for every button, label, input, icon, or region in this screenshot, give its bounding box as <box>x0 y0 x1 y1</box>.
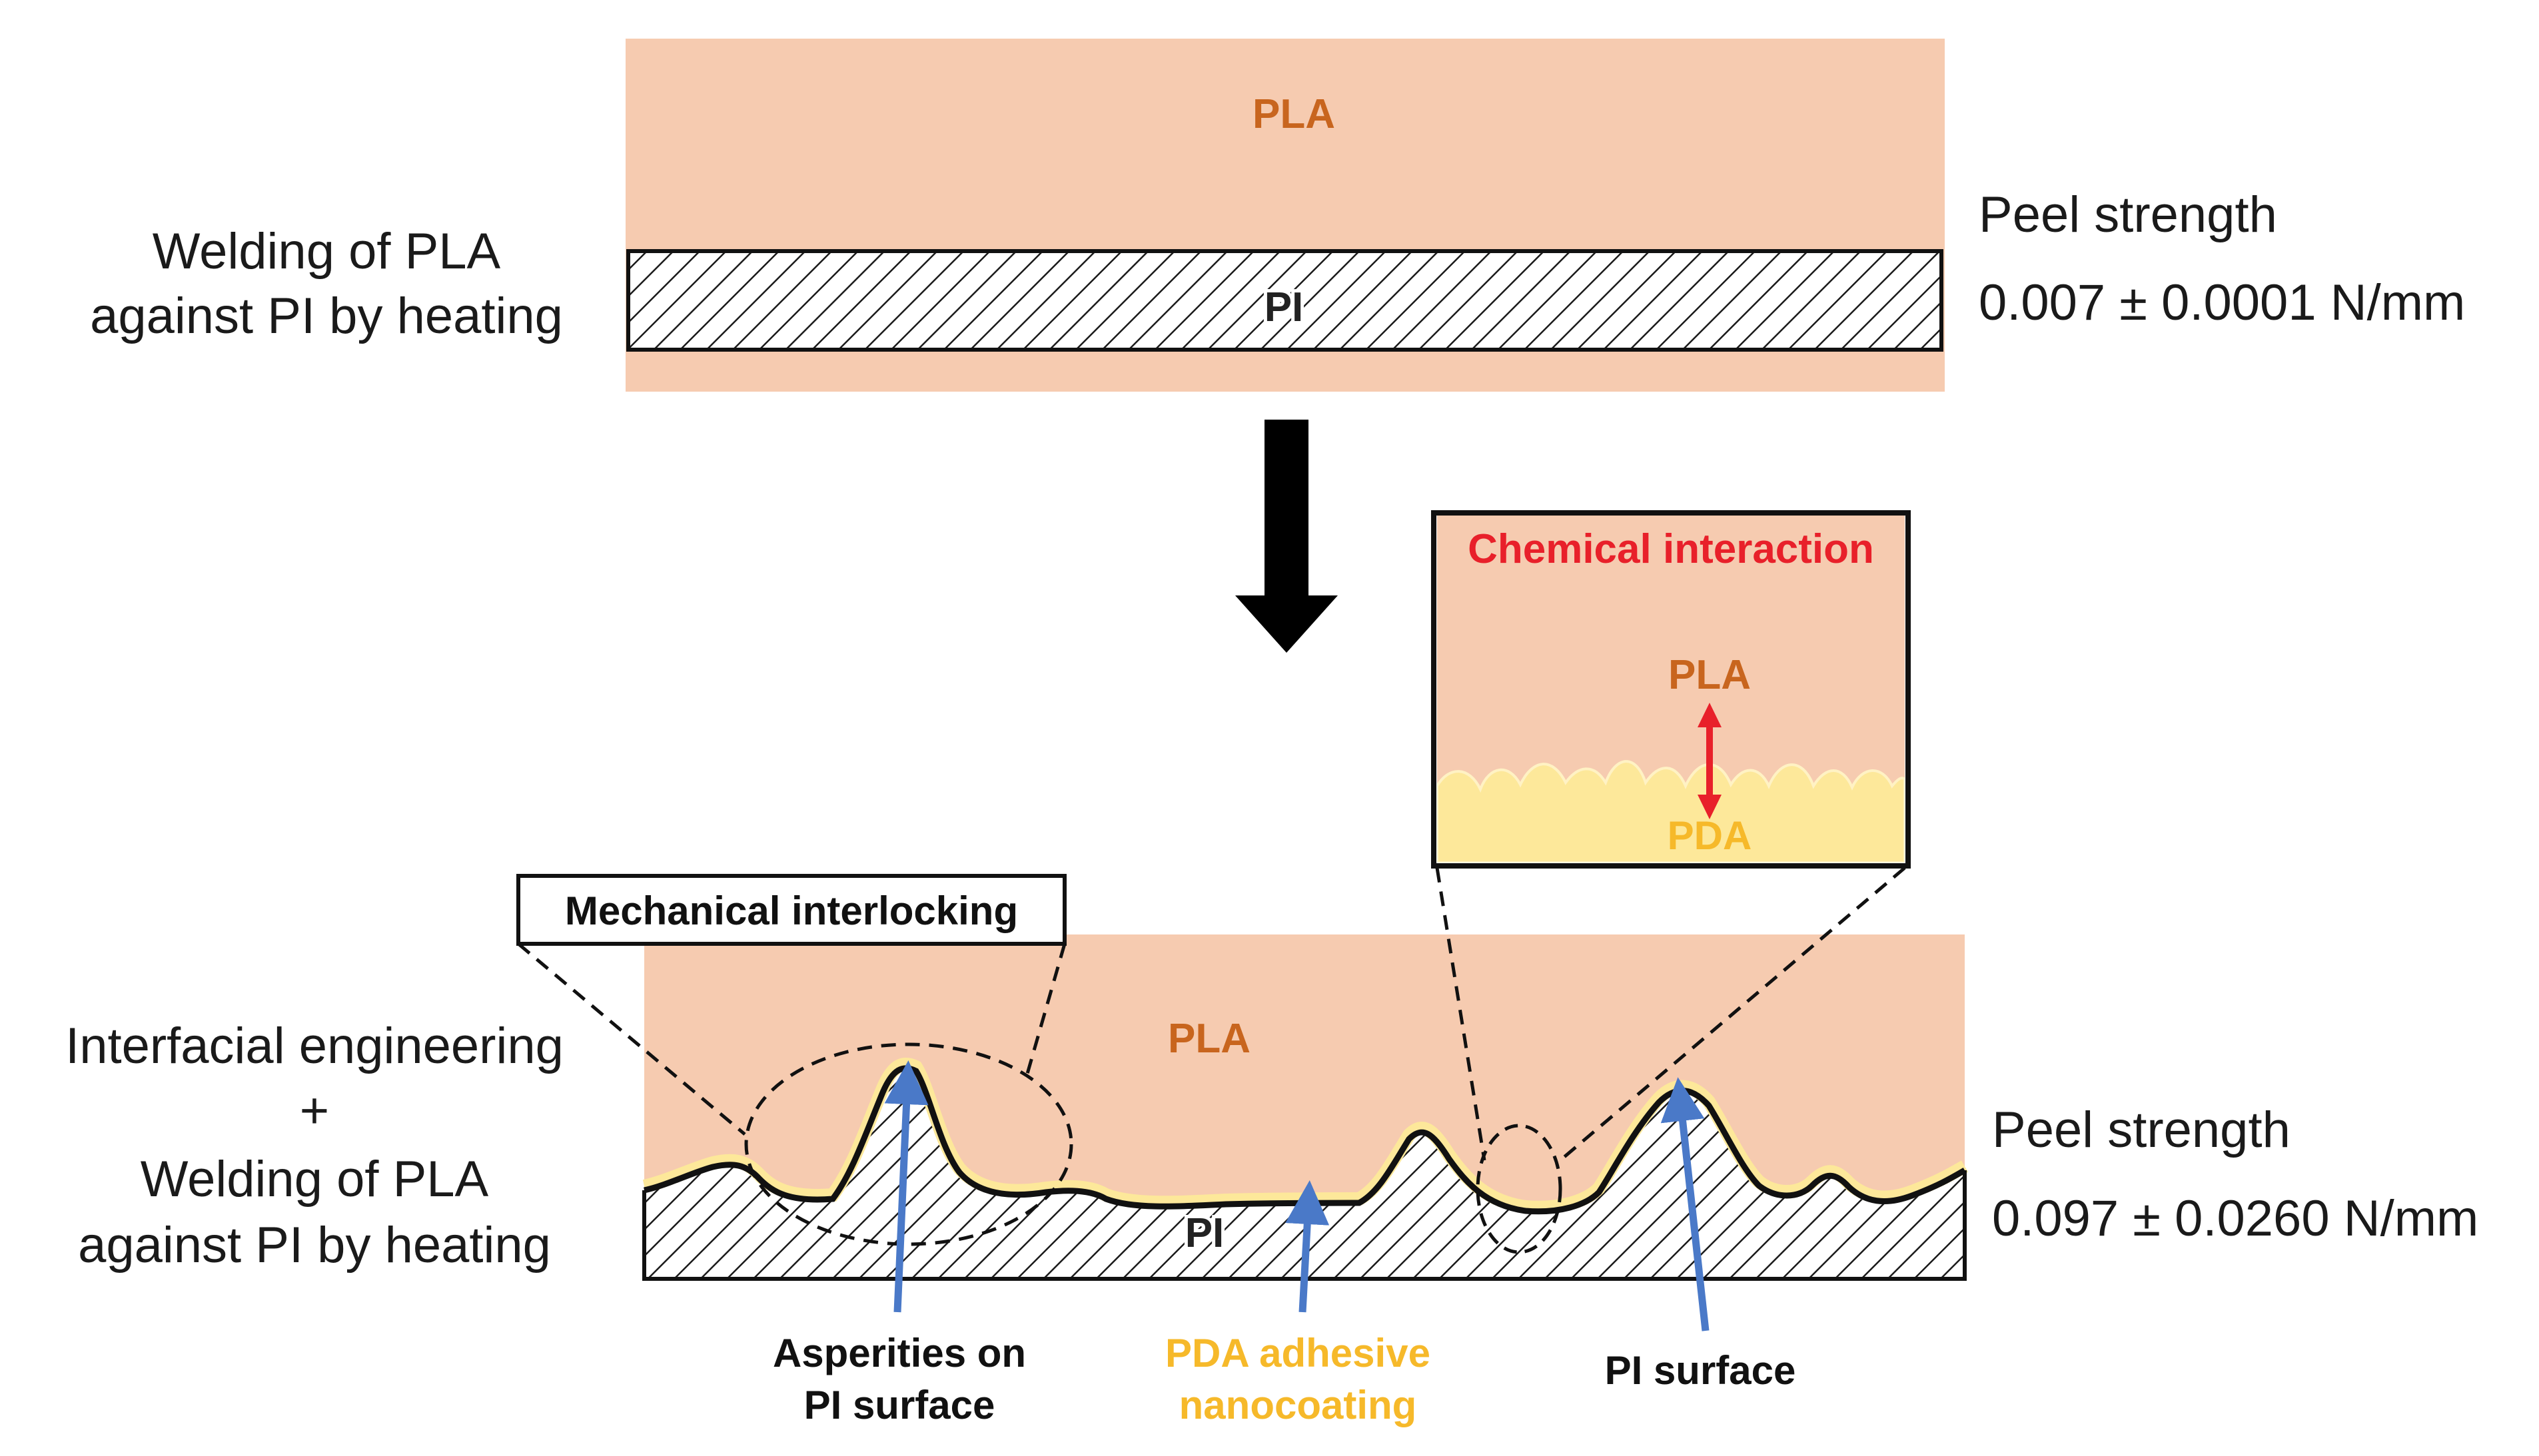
bottom-panel: PLA PI Interfacial engineering + Welding… <box>65 867 2478 1427</box>
inset-pda-label: PDA <box>1668 813 1752 858</box>
mechanical-interlocking-label: Mechanical interlocking <box>565 889 1018 933</box>
pi-surface-label: PI surface <box>1605 1348 1796 1393</box>
mech-leader-left <box>517 942 746 1136</box>
top-pi-label: PI <box>1265 284 1304 330</box>
pda-label-line2: nanocoating <box>1179 1383 1417 1427</box>
inset-pda-layer <box>1437 760 1905 863</box>
inset-title: Chemical interaction <box>1468 526 1874 572</box>
top-left-label-line2: against PI by heating <box>90 288 563 344</box>
mechanical-interlocking-box <box>516 874 1067 946</box>
down-arrow-icon <box>1235 420 1338 653</box>
inset-pla-label: PLA <box>1668 652 1751 698</box>
bottom-left-label-line1: Interfacial engineering <box>65 1018 564 1074</box>
bottom-pi-layer <box>644 1068 1965 1281</box>
bottom-left-label-line3: Welding of PLA <box>141 1151 489 1208</box>
bottom-pi-label: PI <box>1185 1210 1225 1256</box>
bottom-left-label-line4: against PI by heating <box>78 1217 551 1274</box>
top-panel: PLA PI Welding of PLA against PI by heat… <box>90 39 2465 392</box>
chem-leader-left <box>1435 867 1486 1161</box>
bottom-left-label-line2: + <box>300 1082 329 1139</box>
bottom-peel-title: Peel strength <box>1992 1102 2290 1158</box>
asperities-label-line2: PI surface <box>804 1383 995 1427</box>
chem-zoom-circle <box>1476 1124 1562 1254</box>
chemical-interaction-inset: Chemical interaction PLA PDA <box>1431 510 1911 869</box>
mech-zoom-ellipse <box>744 1042 1073 1246</box>
pi-surface-arrow <box>1660 1077 1710 1331</box>
pi-surface-line <box>644 1065 1967 1215</box>
bottom-pla-label: PLA <box>1168 1016 1251 1062</box>
pda-label-line1: PDA adhesive <box>1165 1331 1430 1375</box>
chem-leader-right <box>1559 867 1906 1162</box>
asperities-arrow <box>884 1060 929 1313</box>
asperities-label-line1: Asperities on <box>773 1331 1026 1375</box>
bottom-peel-value: 0.097 ± 0.0260 N/mm <box>1992 1190 2478 1247</box>
top-left-label-line1: Welding of PLA <box>153 223 501 280</box>
top-pi-layer <box>626 249 1943 352</box>
top-peel-value: 0.007 ± 0.0001 N/mm <box>1979 274 2465 331</box>
top-peel-title: Peel strength <box>1979 186 2277 243</box>
top-pla-label: PLA <box>1253 91 1335 137</box>
double-arrow-icon <box>1698 703 1722 819</box>
pda-arrow <box>1285 1180 1330 1313</box>
